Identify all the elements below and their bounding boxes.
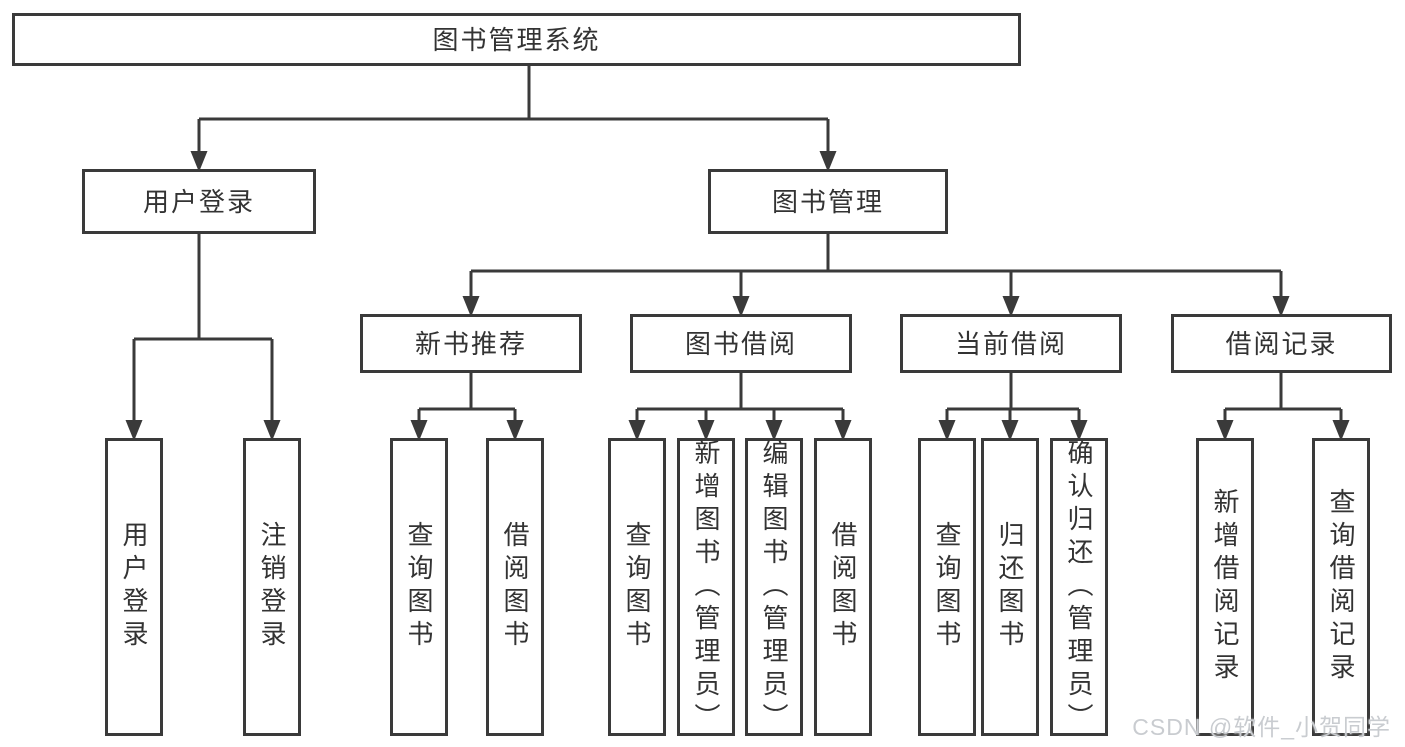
arrowhead-icon [125,420,143,441]
node-borrow-records-label: 借阅记录 [1225,328,1338,359]
node-book-borrow-label: 图书借阅 [684,328,797,359]
connector-new-books-group [417,373,517,423]
arrowhead-icon [819,151,837,172]
arrowhead-icon [190,151,208,172]
connector-borrow-records-group [1223,373,1343,423]
node-current-borrow-label: 当前借阅 [954,328,1067,359]
arrowhead-icon [628,420,646,441]
leaf-logout: 注销登录 [243,438,301,736]
arrowhead-icon [1272,296,1290,317]
leaf-query-books-1: 查询图书 [390,438,448,736]
arrowhead-icon [1002,296,1020,317]
connector-paths [132,66,1343,423]
connector-root [197,66,830,153]
node-root: 图书管理系统 [12,13,1021,66]
arrowhead-icon [1332,420,1350,441]
node-new-book-recommend: 新书推荐 [360,314,582,373]
leaf-borrow-books-1-label: 借阅图书 [500,521,530,653]
leaf-edit-books-admin-label: 编辑图书（管理员） [759,438,789,736]
node-book-borrow: 图书借阅 [630,314,852,373]
leaf-borrow-books-2-label: 借阅图书 [828,521,858,653]
leaf-query-books-2: 查询图书 [608,438,666,736]
arrowhead-icon [1001,420,1019,441]
leaf-user-login-label: 用户登录 [119,521,149,653]
leaf-logout-label: 注销登录 [257,521,287,653]
arrowhead-icon [462,296,480,317]
leaf-borrow-books-2: 借阅图书 [814,438,872,736]
leaf-query-books-3-label: 查询图书 [932,521,962,653]
node-user-login: 用户登录 [82,169,316,234]
leaf-edit-books-admin: 编辑图书（管理员） [745,438,803,736]
leaf-query-borrow-record: 查询借阅记录 [1312,438,1370,736]
connector-user-login-group [132,234,274,422]
leaf-add-borrow-record-label: 新增借阅记录 [1210,488,1240,686]
arrowhead-icon [697,420,715,441]
arrowhead-icon [263,420,281,441]
arrowhead-icon [1216,420,1234,441]
node-user-login-label: 用户登录 [142,186,255,217]
arrowhead-icon [410,420,428,441]
node-book-management: 图书管理 [708,169,948,234]
leaf-add-books-admin-label: 新增图书（管理员） [691,438,721,736]
connector-book-borrow-group [635,373,845,423]
leaf-user-login: 用户登录 [105,438,163,736]
leaf-return-books: 归还图书 [981,438,1039,736]
watermark: CSDN @软件_小贺同学 [1132,714,1391,740]
leaf-add-books-admin: 新增图书（管理员） [677,438,735,736]
connector-book-management-group [469,234,1283,298]
node-root-label: 图书管理系统 [432,24,601,55]
leaf-query-borrow-record-label: 查询借阅记录 [1326,488,1356,686]
connector-current-borrow-group [945,373,1081,423]
arrowhead-icon [765,420,783,441]
leaf-confirm-return-admin: 确认归还（管理员） [1050,438,1108,736]
leaf-confirm-return-admin-label: 确认归还（管理员） [1064,438,1094,736]
leaf-query-books-1-label: 查询图书 [404,521,434,653]
node-current-borrow: 当前借阅 [900,314,1122,373]
arrowhead-icon [732,296,750,317]
leaf-borrow-books-1: 借阅图书 [486,438,544,736]
arrowhead-icon [834,420,852,441]
leaf-add-borrow-record: 新增借阅记录 [1196,438,1254,736]
arrowhead-icon [1070,420,1088,441]
leaf-query-books-2-label: 查询图书 [622,521,652,653]
arrowheads [125,151,1350,441]
leaf-return-books-label: 归还图书 [995,521,1025,653]
node-book-management-label: 图书管理 [771,186,884,217]
node-new-book-recommend-label: 新书推荐 [414,328,527,359]
arrowhead-icon [938,420,956,441]
leaf-query-books-3: 查询图书 [918,438,976,736]
node-borrow-records: 借阅记录 [1171,314,1392,373]
arrowhead-icon [506,420,524,441]
